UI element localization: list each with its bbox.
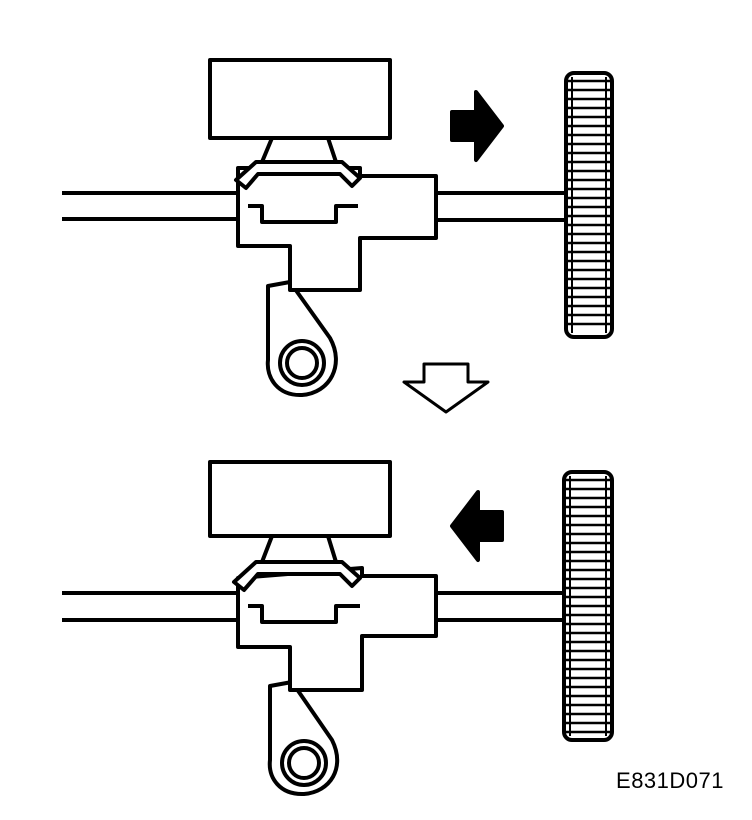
top-panel <box>62 58 614 398</box>
link-hole-inner <box>285 346 319 380</box>
neck <box>260 136 338 164</box>
transition-arrow-down <box>402 362 490 414</box>
top-block <box>208 58 392 140</box>
direction-arrow-right <box>450 90 504 162</box>
bottom-panel <box>62 460 614 797</box>
link-hole-inner <box>287 746 321 780</box>
shaft <box>432 591 572 622</box>
shaft <box>432 191 572 222</box>
figure-code-label: E831D071 <box>616 768 724 793</box>
housing-body <box>236 566 438 692</box>
inner-slot <box>248 204 358 224</box>
neck <box>260 534 338 564</box>
knurled-knob <box>562 470 614 742</box>
knurled-knob <box>564 71 614 339</box>
housing-body <box>236 166 438 292</box>
direction-arrow-left <box>450 490 504 562</box>
top-block <box>208 460 392 538</box>
inner-slot <box>248 604 360 624</box>
